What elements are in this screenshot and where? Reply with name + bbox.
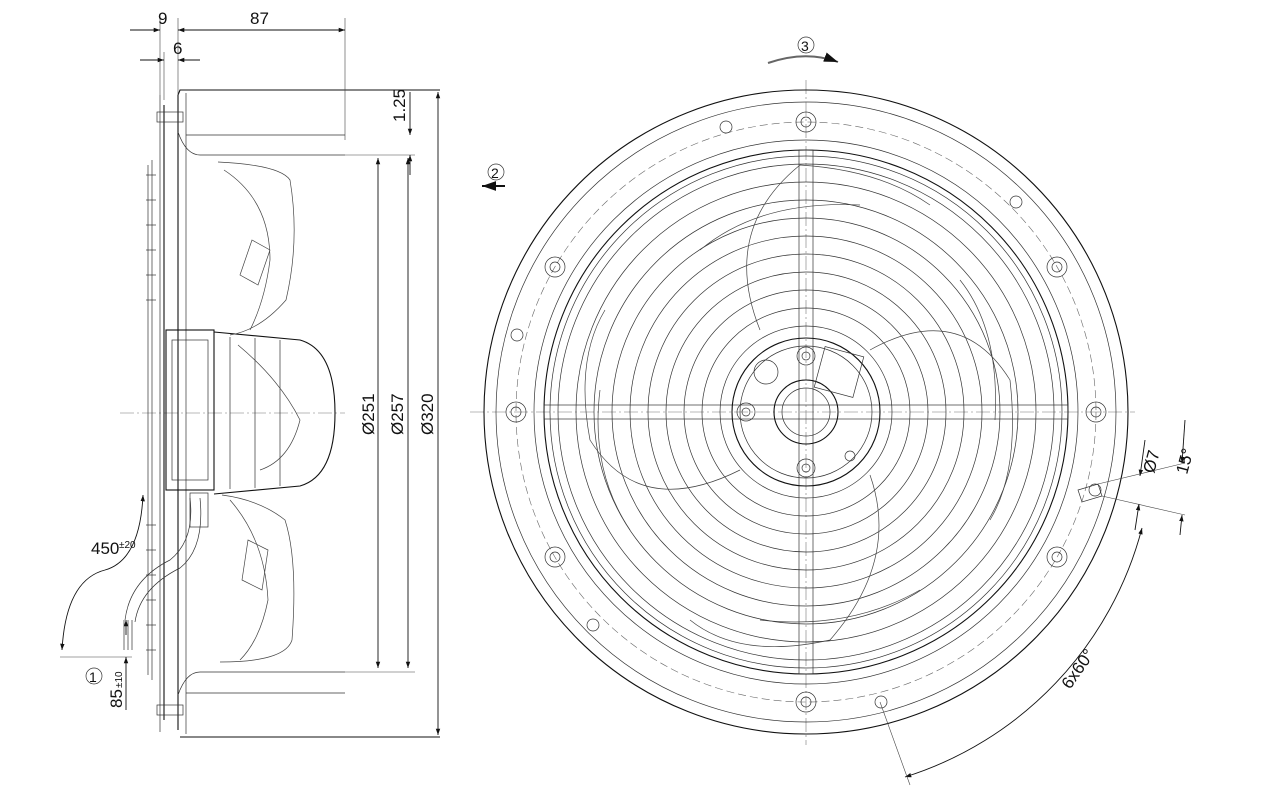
- dim-d257: Ø257: [388, 393, 407, 435]
- front-view: 3 2 Ø7 15° 6x60°: [470, 36, 1198, 786]
- dim-9: 9: [158, 9, 167, 28]
- impeller-blades: [584, 164, 1013, 647]
- svg-text:1: 1: [89, 669, 97, 685]
- dim-hole-angle: 15°: [1173, 446, 1198, 476]
- hub-bolts: [736, 346, 816, 478]
- svg-text:2: 2: [491, 165, 499, 181]
- dim-lead-length: 85: [107, 689, 126, 708]
- dim-hole-pattern: 6x60°: [1058, 646, 1099, 693]
- dim-cable-length-tol: ±20: [119, 540, 136, 551]
- dim-lead-length-tol: ±10: [114, 671, 125, 688]
- dim-d320: Ø320: [418, 393, 437, 435]
- callout-3: 3: [797, 36, 815, 54]
- guard-wire-ticks: [146, 174, 156, 651]
- dim-d251: Ø251: [359, 393, 378, 435]
- dim-1-25: 1.25: [390, 89, 409, 122]
- svg-text:3: 3: [801, 38, 809, 54]
- callout-1: 1: [85, 667, 103, 685]
- guard-holes: [510, 120, 1102, 709]
- side-view: 9 87 6 1.25 Ø251 Ø257 Ø320 450 ±20 85 ±1…: [60, 9, 441, 738]
- dim-87: 87: [250, 9, 269, 28]
- callout-2: 2: [487, 163, 505, 181]
- dim-6: 6: [173, 39, 182, 58]
- dim-cable-length: 450: [91, 539, 119, 558]
